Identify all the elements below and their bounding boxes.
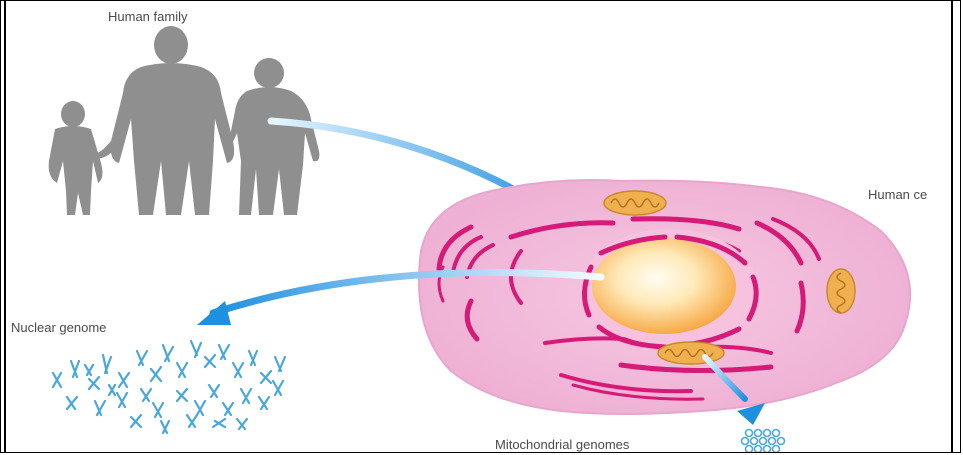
nuclear-genome-label: Nuclear genome (11, 320, 106, 335)
human-cell-label: Human ce (868, 187, 927, 202)
woman-silhouette (227, 58, 319, 215)
human-cell (419, 180, 910, 414)
child-silhouette (49, 101, 103, 215)
mitochondrial-genome-circles (742, 430, 785, 453)
mitochondrion-right (827, 269, 855, 313)
mitochondrion-bottom (658, 342, 724, 364)
chromosome-cluster (53, 341, 285, 433)
mitochondrion-top (604, 191, 666, 215)
mitochondrial-genomes-label: Mitochondrial genomes (495, 437, 629, 452)
adult-silhouette (95, 26, 234, 215)
human-family-label: Human family (108, 9, 187, 24)
